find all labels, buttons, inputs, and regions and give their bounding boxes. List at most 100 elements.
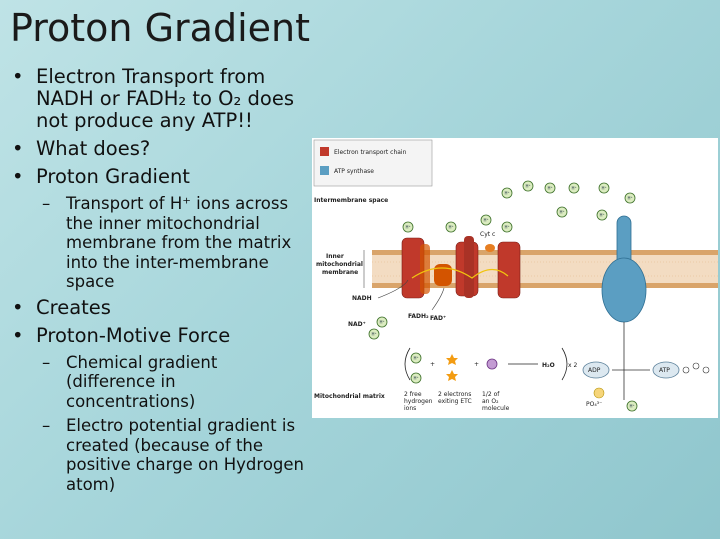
h-ion-label: H⁺ bbox=[559, 210, 564, 215]
atp-label: ATP bbox=[659, 367, 670, 374]
bullet-creates: Creates bbox=[8, 296, 308, 319]
h-ion-label: H⁺ bbox=[601, 186, 606, 191]
h-ion bbox=[596, 209, 608, 221]
complex-iii-core bbox=[464, 236, 474, 298]
h-ion-label: H⁺ bbox=[599, 213, 604, 218]
fadh2-arrow bbox=[431, 287, 445, 311]
h-ion bbox=[402, 221, 414, 233]
h-ion bbox=[568, 182, 580, 194]
mito-label: mitochondrial bbox=[316, 261, 363, 268]
electron-stars bbox=[446, 354, 458, 381]
membrane-bottom-layer bbox=[372, 283, 718, 288]
h-ion-label: H⁺ bbox=[483, 218, 488, 223]
left-paren bbox=[404, 347, 411, 381]
caption1-line2: hydrogen bbox=[404, 398, 433, 405]
inner-label: Inner bbox=[326, 253, 344, 260]
pi-label: PO₄³⁻ bbox=[586, 401, 602, 408]
oxygen-atom bbox=[486, 358, 498, 370]
bullet-list: Electron Transport from NADH or FADH₂ to… bbox=[8, 66, 308, 499]
h-ion-label: H⁺ bbox=[413, 356, 418, 361]
bullet-proton-motive-force: Proton-Motive Force bbox=[8, 324, 308, 347]
legend-etc-swatch bbox=[320, 147, 329, 156]
h-ion bbox=[410, 352, 422, 364]
h-ion bbox=[624, 192, 636, 204]
subbullet-transport: Transport of H⁺ ions across the inner mi… bbox=[8, 194, 308, 292]
cytc-label: Cyt c bbox=[480, 231, 495, 238]
electron-path bbox=[411, 267, 509, 279]
h-ion-label: H⁺ bbox=[547, 186, 552, 191]
caption3-line3: molecule bbox=[482, 405, 510, 412]
etc-complexes bbox=[401, 236, 521, 299]
legend-atp-label: ATP synthase bbox=[334, 168, 374, 175]
h-ion bbox=[501, 187, 513, 199]
h-ion-label: H⁺ bbox=[448, 225, 453, 230]
h-ion bbox=[556, 206, 568, 218]
bullet-what-does: What does? bbox=[8, 138, 308, 161]
h-ion bbox=[376, 316, 388, 328]
plus-2: + bbox=[474, 361, 479, 368]
fadh2-label: FADH₂ bbox=[408, 313, 429, 320]
h-ion bbox=[598, 182, 610, 194]
caption2-line1: 2 electrons bbox=[438, 391, 471, 398]
h2o-label: H₂O bbox=[542, 362, 555, 369]
atp-phosphate bbox=[682, 366, 690, 374]
nadh-label: NADH bbox=[352, 295, 372, 302]
caption1-line3: ions bbox=[404, 405, 416, 412]
bullet-proton-gradient: Proton Gradient bbox=[8, 166, 308, 189]
legend-atp-swatch bbox=[320, 166, 329, 175]
h-ion-label: H⁺ bbox=[504, 191, 509, 196]
atp-bubble bbox=[652, 361, 680, 379]
h-ion bbox=[522, 180, 534, 192]
h-ion bbox=[410, 372, 422, 384]
adp-bubble bbox=[582, 361, 610, 379]
right-paren bbox=[561, 347, 568, 381]
h-ion bbox=[445, 221, 457, 233]
h-ion bbox=[480, 214, 492, 226]
membrane-label: membrane bbox=[322, 269, 358, 276]
slide-title: Proton Gradient bbox=[10, 6, 310, 50]
caption3-line1: 1/2 of bbox=[482, 391, 500, 398]
legend-etc-label: Electron transport chain bbox=[334, 149, 407, 156]
adp-label: ADP bbox=[588, 367, 601, 374]
h-ion-label: H⁺ bbox=[379, 320, 384, 325]
atp-phosphate bbox=[692, 362, 700, 370]
etc-diagram-svg: Electron transport chain ATP synthase In… bbox=[313, 139, 718, 412]
subbullet-chemical-gradient: Chemical gradient (difference in concent… bbox=[8, 353, 308, 412]
h-ions: H⁺ H⁺ H⁺ H⁺ H⁺ H⁺ H⁺ H⁺ H⁺ H⁺ H⁺ H⁺ H⁺ H⁺ H⁺ H⁺ H⁺ bbox=[368, 180, 638, 412]
h-ion bbox=[501, 221, 513, 233]
caption3-line2: an O₂ bbox=[482, 398, 499, 405]
membrane-top-layer bbox=[372, 250, 718, 255]
bullet-electron-transport: Electron Transport from NADH or FADH₂ to… bbox=[8, 66, 308, 132]
nadh-arrow bbox=[377, 279, 409, 299]
atp-phosphate bbox=[702, 366, 710, 374]
matrix-label: Mitochondrial matrix bbox=[314, 393, 385, 400]
caption2-line2: exiting ETC bbox=[438, 398, 472, 405]
h-ion-label: H⁺ bbox=[571, 186, 576, 191]
legend: Electron transport chain ATP synthase bbox=[313, 139, 433, 187]
times2-label: x 2 bbox=[568, 362, 577, 369]
legend-box bbox=[313, 139, 433, 187]
h-ion bbox=[544, 182, 556, 194]
phosphate bbox=[593, 387, 605, 399]
electron-star bbox=[446, 370, 458, 381]
complex-i-side bbox=[420, 244, 430, 294]
complex-iv bbox=[497, 241, 521, 299]
caption1-line1: 2 free bbox=[404, 391, 422, 398]
h-ion-label: H⁺ bbox=[627, 196, 632, 201]
complex-ii bbox=[434, 264, 452, 286]
atp-synthase bbox=[601, 215, 647, 400]
h-ion-label: H⁺ bbox=[525, 184, 530, 189]
h-ion-label: H⁺ bbox=[629, 404, 634, 409]
intermembrane-label: Intermembrane space bbox=[314, 197, 388, 204]
plus-1: + bbox=[430, 361, 435, 368]
h-ion-label: H⁺ bbox=[405, 225, 410, 230]
atp-synthase-head bbox=[601, 257, 647, 323]
h-ion bbox=[368, 328, 380, 340]
h-ion-label: H⁺ bbox=[413, 376, 418, 381]
h-ion bbox=[626, 400, 638, 412]
subbullet-electro-gradient: Electro potential gradient is created (b… bbox=[8, 416, 308, 494]
cytochrome-c bbox=[485, 244, 495, 252]
electron-star bbox=[446, 354, 458, 365]
h-ion-label: H⁺ bbox=[371, 332, 376, 337]
h-ion-label: H⁺ bbox=[504, 225, 509, 230]
